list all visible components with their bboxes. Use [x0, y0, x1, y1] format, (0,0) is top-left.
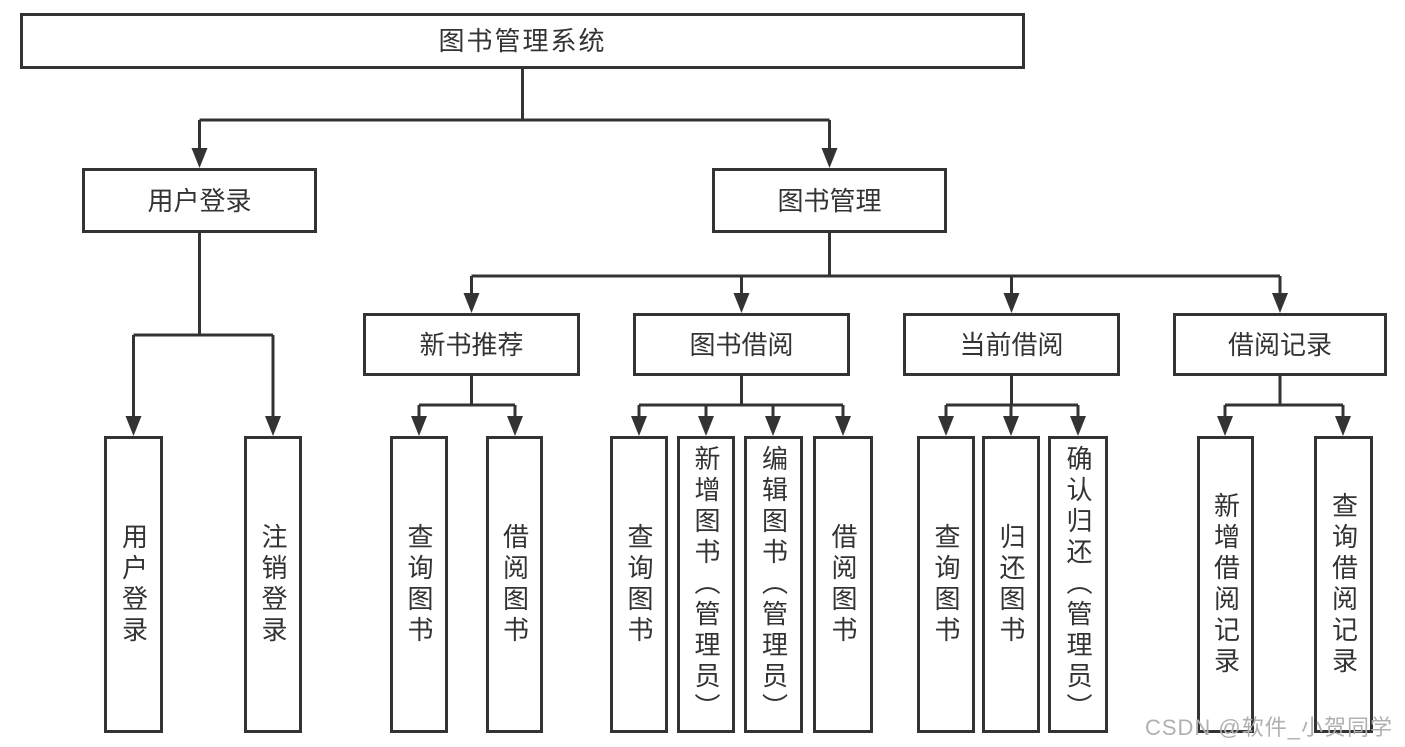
arrowhead [631, 416, 647, 436]
leaf-add-borrow-record: 新增借阅记录 [1197, 436, 1254, 733]
node-label: 用户登录 [147, 185, 252, 216]
arrowhead [1335, 416, 1351, 436]
leaf-label: 归还图书 [996, 522, 1026, 647]
leaf-confirm-return-admin: 确认归还（管理员） [1048, 436, 1108, 733]
arrowhead [821, 148, 838, 168]
arrowhead [938, 416, 954, 436]
node-label: 借阅记录 [1227, 329, 1332, 360]
connector-line [944, 376, 1080, 426]
arrowhead [191, 148, 208, 168]
arrowhead [765, 416, 781, 436]
leaf-label: 借阅图书 [828, 522, 858, 647]
arrowhead [698, 416, 714, 436]
leaf-label: 新增图书（管理员） [691, 445, 721, 724]
arrowhead [1003, 416, 1019, 436]
connector-borrow-records-to-leaves [1217, 376, 1351, 436]
leaf-label: 查询借阅记录 [1328, 491, 1359, 678]
arrowhead [1070, 416, 1086, 436]
leaf-label: 确认归还（管理员） [1063, 445, 1093, 724]
node-book-borrow: 图书借阅 [633, 313, 850, 376]
connector-line [132, 233, 275, 426]
node-current-borrow: 当前借阅 [903, 313, 1120, 376]
leaf-query-borrow-record: 查询借阅记录 [1314, 436, 1373, 733]
leaf-query-books-newbooks: 查询图书 [390, 436, 448, 733]
arrowhead [1003, 293, 1020, 313]
leaf-logout: 注销登录 [244, 436, 302, 733]
arrowhead [411, 416, 427, 436]
leaf-label: 用户登录 [118, 522, 149, 647]
node-borrow-records: 借阅记录 [1173, 313, 1387, 376]
node-new-book-recommend: 新书推荐 [363, 313, 580, 376]
leaf-borrow-books-newbooks: 借阅图书 [486, 436, 543, 733]
node-user-login: 用户登录 [82, 168, 317, 233]
leaf-label: 借阅图书 [499, 522, 530, 647]
leaf-label: 查询图书 [624, 522, 654, 647]
leaf-query-books-current: 查询图书 [917, 436, 975, 733]
connector-root-to-level1 [191, 69, 838, 168]
leaf-label: 编辑图书（管理员） [758, 445, 789, 724]
leaf-label: 注销登录 [258, 522, 288, 647]
connector-book-management-to-level2 [463, 233, 1288, 313]
leaf-borrow-books-borrow: 借阅图书 [813, 436, 873, 733]
arrowhead [835, 416, 851, 436]
node-label: 图书管理系统 [438, 26, 607, 56]
arrowhead [507, 416, 523, 436]
connector-line [1223, 376, 1345, 426]
arrowhead [265, 416, 281, 436]
leaf-query-books-borrow: 查询图书 [610, 436, 668, 733]
arrowhead [733, 293, 750, 313]
arrowhead [125, 416, 142, 436]
leaf-return-book: 归还图书 [982, 436, 1040, 733]
arrowhead [1272, 293, 1288, 313]
leaf-label: 查询图书 [931, 522, 961, 647]
connector-new-books-to-leaves [411, 376, 523, 436]
leaf-edit-book-admin: 编辑图书（管理员） [744, 436, 803, 733]
node-library-system: 图书管理系统 [20, 13, 1025, 69]
arrowhead [463, 293, 480, 313]
connector-line [198, 69, 831, 158]
node-label: 新书推荐 [419, 329, 524, 360]
arrowhead [1217, 416, 1233, 436]
leaf-label: 新增借阅记录 [1210, 491, 1241, 678]
leaf-add-book-admin: 新增图书（管理员） [677, 436, 735, 733]
leaf-user-login: 用户登录 [104, 436, 163, 733]
connector-book-borrow-to-leaves [631, 376, 851, 436]
watermark: CSDN @软件_小贺同学 [1144, 715, 1393, 740]
connector-user-login-to-leaves [125, 233, 281, 436]
leaf-label: 查询图书 [404, 522, 434, 647]
connector-current-borrow-to-leaves [938, 376, 1086, 436]
connector-line [637, 376, 845, 426]
node-book-management: 图书管理 [712, 168, 947, 233]
node-label: 当前借阅 [959, 329, 1064, 360]
connector-line [470, 233, 1282, 303]
connector-line [417, 376, 517, 426]
node-label: 图书借阅 [689, 329, 794, 360]
node-label: 图书管理 [777, 185, 882, 216]
